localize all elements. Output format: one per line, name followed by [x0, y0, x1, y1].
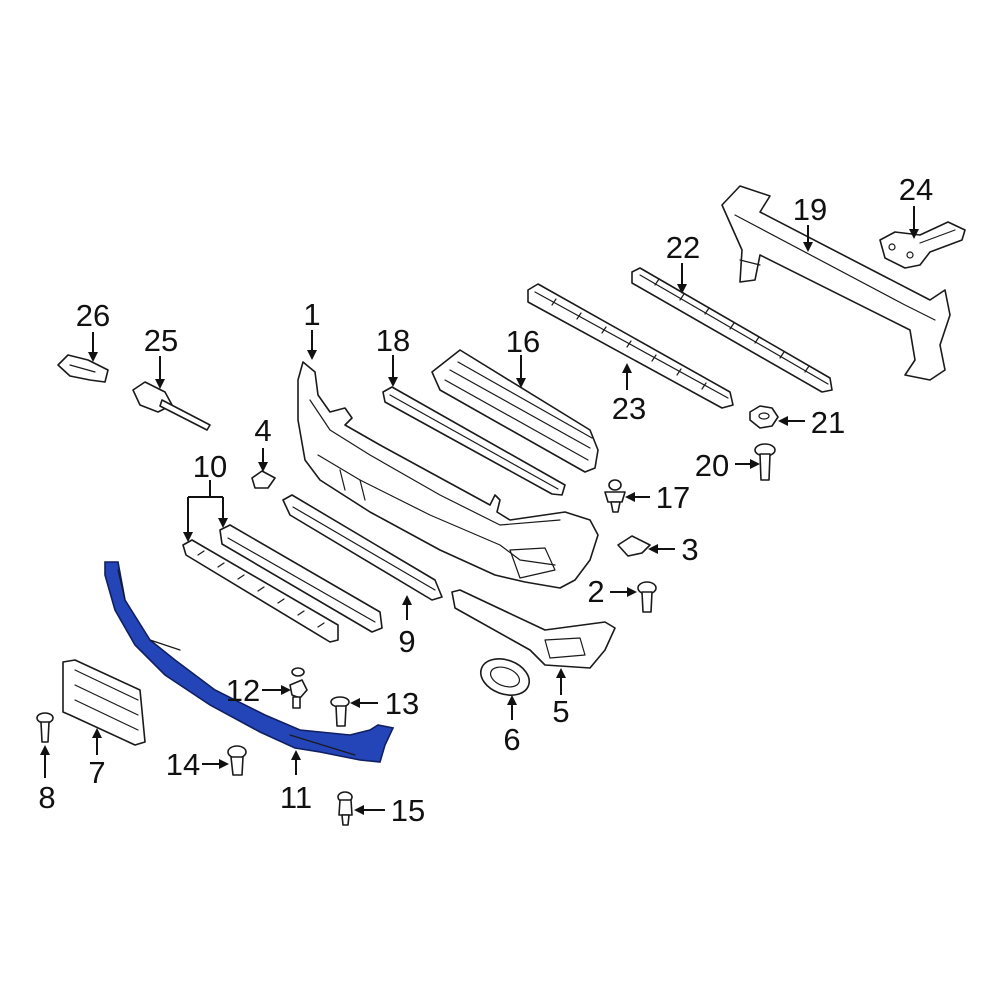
part-10-lower-grille[interactable]: [182, 524, 383, 643]
callout-5: 5: [552, 694, 569, 729]
callout-17: 17: [656, 480, 690, 515]
callout-15: 15: [391, 793, 425, 828]
part-22-absorber[interactable]: [631, 267, 833, 393]
callout-24: 24: [899, 172, 933, 207]
callout-22: 22: [666, 230, 700, 265]
part-9-lower-molding[interactable]: [282, 494, 443, 601]
part-12-clip[interactable]: [289, 667, 308, 709]
part-3-clip[interactable]: [617, 535, 651, 557]
part-17-clip[interactable]: [604, 479, 626, 513]
callout-20: 20: [695, 448, 729, 483]
part-21-nut[interactable]: [749, 405, 779, 429]
callout-1: 1: [303, 297, 320, 332]
callout-16: 16: [506, 324, 540, 359]
part-5-lower-trim[interactable]: [451, 589, 616, 669]
part-2-bolt[interactable]: [637, 581, 657, 613]
callout-9: 9: [398, 624, 415, 659]
callout-labels: 1 2 3 4 5 6 7 8 9 10 11 12 13 14 15 16 1…: [38, 172, 933, 828]
callout-2: 2: [587, 574, 604, 609]
callout-6: 6: [503, 722, 520, 757]
callout-21: 21: [811, 405, 845, 440]
part-7-plate-bracket[interactable]: [62, 659, 146, 746]
part-4-plate[interactable]: [251, 470, 276, 489]
callout-4: 4: [254, 413, 271, 448]
part-23-absorber[interactable]: [527, 283, 734, 409]
callout-26: 26: [76, 298, 110, 333]
part-20-bolt[interactable]: [754, 443, 776, 481]
part-15-clip[interactable]: [337, 791, 353, 826]
callout-14: 14: [166, 747, 200, 782]
part-18-molding[interactable]: [382, 386, 566, 496]
callout-10: 10: [193, 449, 227, 484]
part-1-bumper-cover[interactable]: [297, 361, 599, 589]
callout-12: 12: [226, 673, 260, 708]
part-11-lower-spoiler[interactable]: [104, 561, 395, 763]
callout-7: 7: [88, 755, 105, 790]
part-13-bolt[interactable]: [330, 696, 350, 727]
callout-23: 23: [612, 391, 646, 426]
part-25-sensor[interactable]: [132, 381, 211, 431]
part-6-bezel[interactable]: [476, 652, 535, 701]
callout-13: 13: [385, 686, 419, 721]
part-8-screw[interactable]: [36, 712, 54, 743]
part-24-bracket[interactable]: [879, 221, 966, 269]
part-14-clip[interactable]: [227, 745, 247, 776]
callout-25: 25: [144, 323, 178, 358]
callout-3: 3: [681, 532, 698, 567]
callout-11: 11: [280, 780, 312, 815]
part-26-clip[interactable]: [57, 354, 109, 383]
part-19-reinforcement-bar[interactable]: [721, 185, 951, 381]
callout-leaders: [40, 206, 919, 815]
callout-19: 19: [793, 192, 827, 227]
part-16-grille[interactable]: [431, 349, 599, 473]
callout-18: 18: [376, 323, 410, 358]
callout-8: 8: [38, 780, 55, 815]
